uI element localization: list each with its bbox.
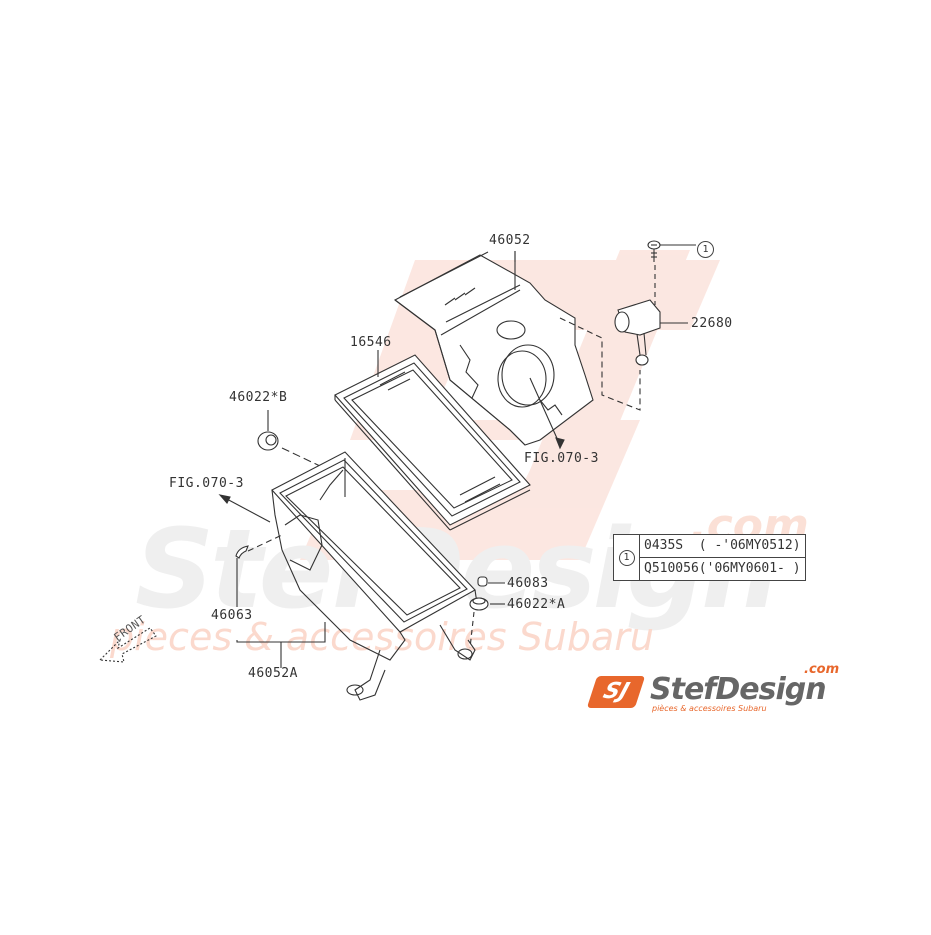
watermark-tagline: pieces & accessoires Subaru [110,615,654,659]
part-label-16546[interactable]: 16546 [350,335,392,350]
legend-ref-number: 1 [618,549,635,566]
screw-ref-marker: 1 [697,237,714,258]
part-label-46052a[interactable]: 46052A [248,666,298,681]
legend-row: Q510056('06MY0601- ) [640,557,805,580]
lower-case-46052a[interactable] [271,451,479,701]
part-label-46083[interactable]: 46083 [507,576,549,591]
fig-ref-left[interactable]: FIG.070-3 [169,476,244,491]
stefdesign-logo[interactable]: SJ StefDesign .com pièces & accessoires … [586,662,850,714]
logo-dotcom: .com [804,662,840,677]
screw[interactable] [647,240,661,262]
fastener-legend-table: 1 0435S ( -'06MY0512) Q510056('06MY0601-… [613,534,806,581]
clip-46063[interactable] [235,545,249,559]
maf-sensor-22680[interactable] [614,299,661,366]
legend-ref-cell: 1 [614,535,640,580]
part-label-22680[interactable]: 22680 [691,316,733,331]
part-label-46063[interactable]: 46063 [211,608,253,623]
grommet-46022a[interactable] [469,597,489,611]
screw-ref-number: 1 [697,241,714,258]
logo-badge: SJ [586,676,646,708]
part-label-46052[interactable]: 46052 [489,233,531,248]
grommet-46022b[interactable] [257,431,279,451]
fig-ref-right[interactable]: FIG.070-3 [524,451,599,466]
front-arrow-icon [98,627,157,663]
logo-name: StefDesign [650,672,827,707]
legend-row: 0435S ( -'06MY0512) [644,538,801,553]
logo-tagline: pièces & accessoires Subaru [652,704,767,713]
part-label-46022a[interactable]: 46022*A [507,597,566,612]
upper-case-46052[interactable] [393,251,594,446]
part-label-46022b[interactable]: 46022*B [229,390,288,405]
air-filter-16546[interactable] [334,354,531,531]
bushing-46083[interactable] [477,576,488,587]
